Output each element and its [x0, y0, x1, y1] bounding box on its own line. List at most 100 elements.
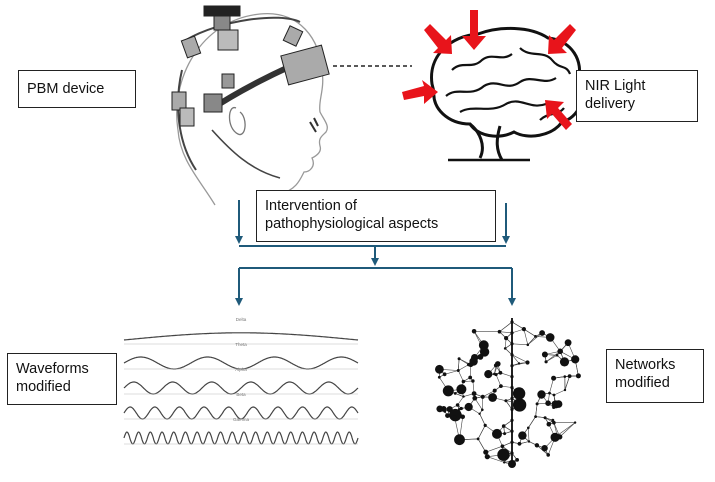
network-node	[510, 353, 513, 356]
pbm-device-text: PBM device	[27, 80, 104, 98]
network-node	[492, 429, 502, 439]
waveform-label-alpha: Alpha	[235, 367, 247, 372]
network-node	[458, 357, 461, 360]
network-edge	[445, 371, 459, 375]
network-node	[574, 421, 576, 423]
network-node	[499, 371, 503, 375]
network-node	[551, 376, 556, 381]
network-node	[478, 354, 484, 360]
network-node	[456, 384, 466, 394]
intervention-label: Intervention of pathophysiological aspec…	[256, 190, 496, 242]
waveform-label-gamma: Gamma	[233, 417, 250, 422]
network-node	[510, 364, 513, 367]
network-node	[522, 327, 526, 331]
network-node	[565, 339, 572, 346]
network-node	[536, 402, 539, 405]
network-node	[456, 403, 460, 407]
network-node	[510, 320, 513, 323]
network-edge	[528, 336, 536, 344]
network-node	[443, 385, 454, 396]
network-node	[527, 344, 530, 347]
waveform-gamma	[124, 432, 358, 444]
network-node	[449, 409, 461, 421]
waveform-label-theta: Theta	[235, 342, 247, 347]
nir-light-delivery-label: NIR Light delivery	[576, 70, 698, 122]
network-node	[503, 461, 505, 463]
network-node	[436, 406, 443, 413]
network-edge	[536, 404, 538, 417]
network-node	[564, 375, 567, 378]
network-node	[493, 373, 496, 376]
network-edge	[458, 359, 459, 371]
network-node	[481, 395, 485, 399]
network-node	[443, 410, 446, 413]
network-edge	[480, 414, 486, 426]
waveform-label-delta: Delta	[236, 317, 247, 322]
network-node	[546, 453, 550, 457]
network-node	[457, 369, 460, 372]
network-node	[465, 403, 473, 411]
network-node	[478, 413, 480, 415]
head-with-pbm-device-icon	[177, 14, 328, 205]
network-edge	[565, 376, 570, 390]
network-edge	[512, 344, 528, 345]
waveforms-modified-label: Waveforms modified	[7, 353, 117, 405]
network-edge	[500, 332, 513, 333]
network-node	[510, 375, 513, 378]
network-node	[467, 363, 470, 366]
network-node	[472, 391, 477, 396]
network-node	[537, 390, 545, 398]
waveform-delta	[124, 333, 358, 340]
network-edge	[557, 423, 575, 436]
network-node	[548, 392, 551, 395]
network-node	[481, 409, 484, 412]
network-node	[477, 438, 480, 441]
network-node	[472, 329, 477, 334]
network-node	[504, 336, 508, 340]
network-node	[483, 450, 488, 455]
network-node	[485, 454, 490, 459]
network-node	[525, 360, 529, 364]
network-node	[510, 419, 513, 422]
network-node	[518, 362, 520, 364]
network-node	[499, 384, 503, 388]
network-node	[534, 415, 537, 418]
network-edge	[528, 417, 535, 428]
network-node	[542, 352, 548, 358]
pbm-device-label: PBM device	[18, 70, 136, 108]
network-edge	[458, 365, 468, 371]
network-node	[546, 333, 555, 342]
network-node	[493, 389, 497, 393]
network-edge	[512, 355, 528, 363]
network-node	[494, 364, 498, 368]
network-node	[564, 389, 566, 391]
waveform-label-beta: Beta	[236, 392, 246, 397]
nir-light-arrows	[402, 10, 576, 130]
network-node	[498, 330, 502, 334]
network-node	[545, 400, 551, 406]
network-node	[510, 452, 513, 455]
network-node	[571, 355, 579, 363]
network-node	[503, 432, 506, 435]
network-node	[472, 396, 477, 401]
network-edge	[554, 390, 565, 395]
network-node	[468, 376, 472, 380]
network-node	[453, 415, 456, 418]
network-node	[535, 443, 539, 447]
network-edge	[512, 355, 519, 364]
network-edge	[560, 423, 575, 437]
network-node	[518, 431, 526, 439]
network-node	[510, 397, 513, 400]
network-node	[510, 331, 513, 334]
network-node	[541, 445, 547, 451]
network-node	[553, 394, 556, 397]
network-node	[510, 342, 513, 345]
network-node	[438, 376, 441, 379]
network-node	[544, 416, 547, 419]
network-node	[576, 373, 581, 378]
network-node	[552, 401, 558, 407]
network-node	[504, 347, 507, 350]
network-node	[458, 408, 461, 411]
